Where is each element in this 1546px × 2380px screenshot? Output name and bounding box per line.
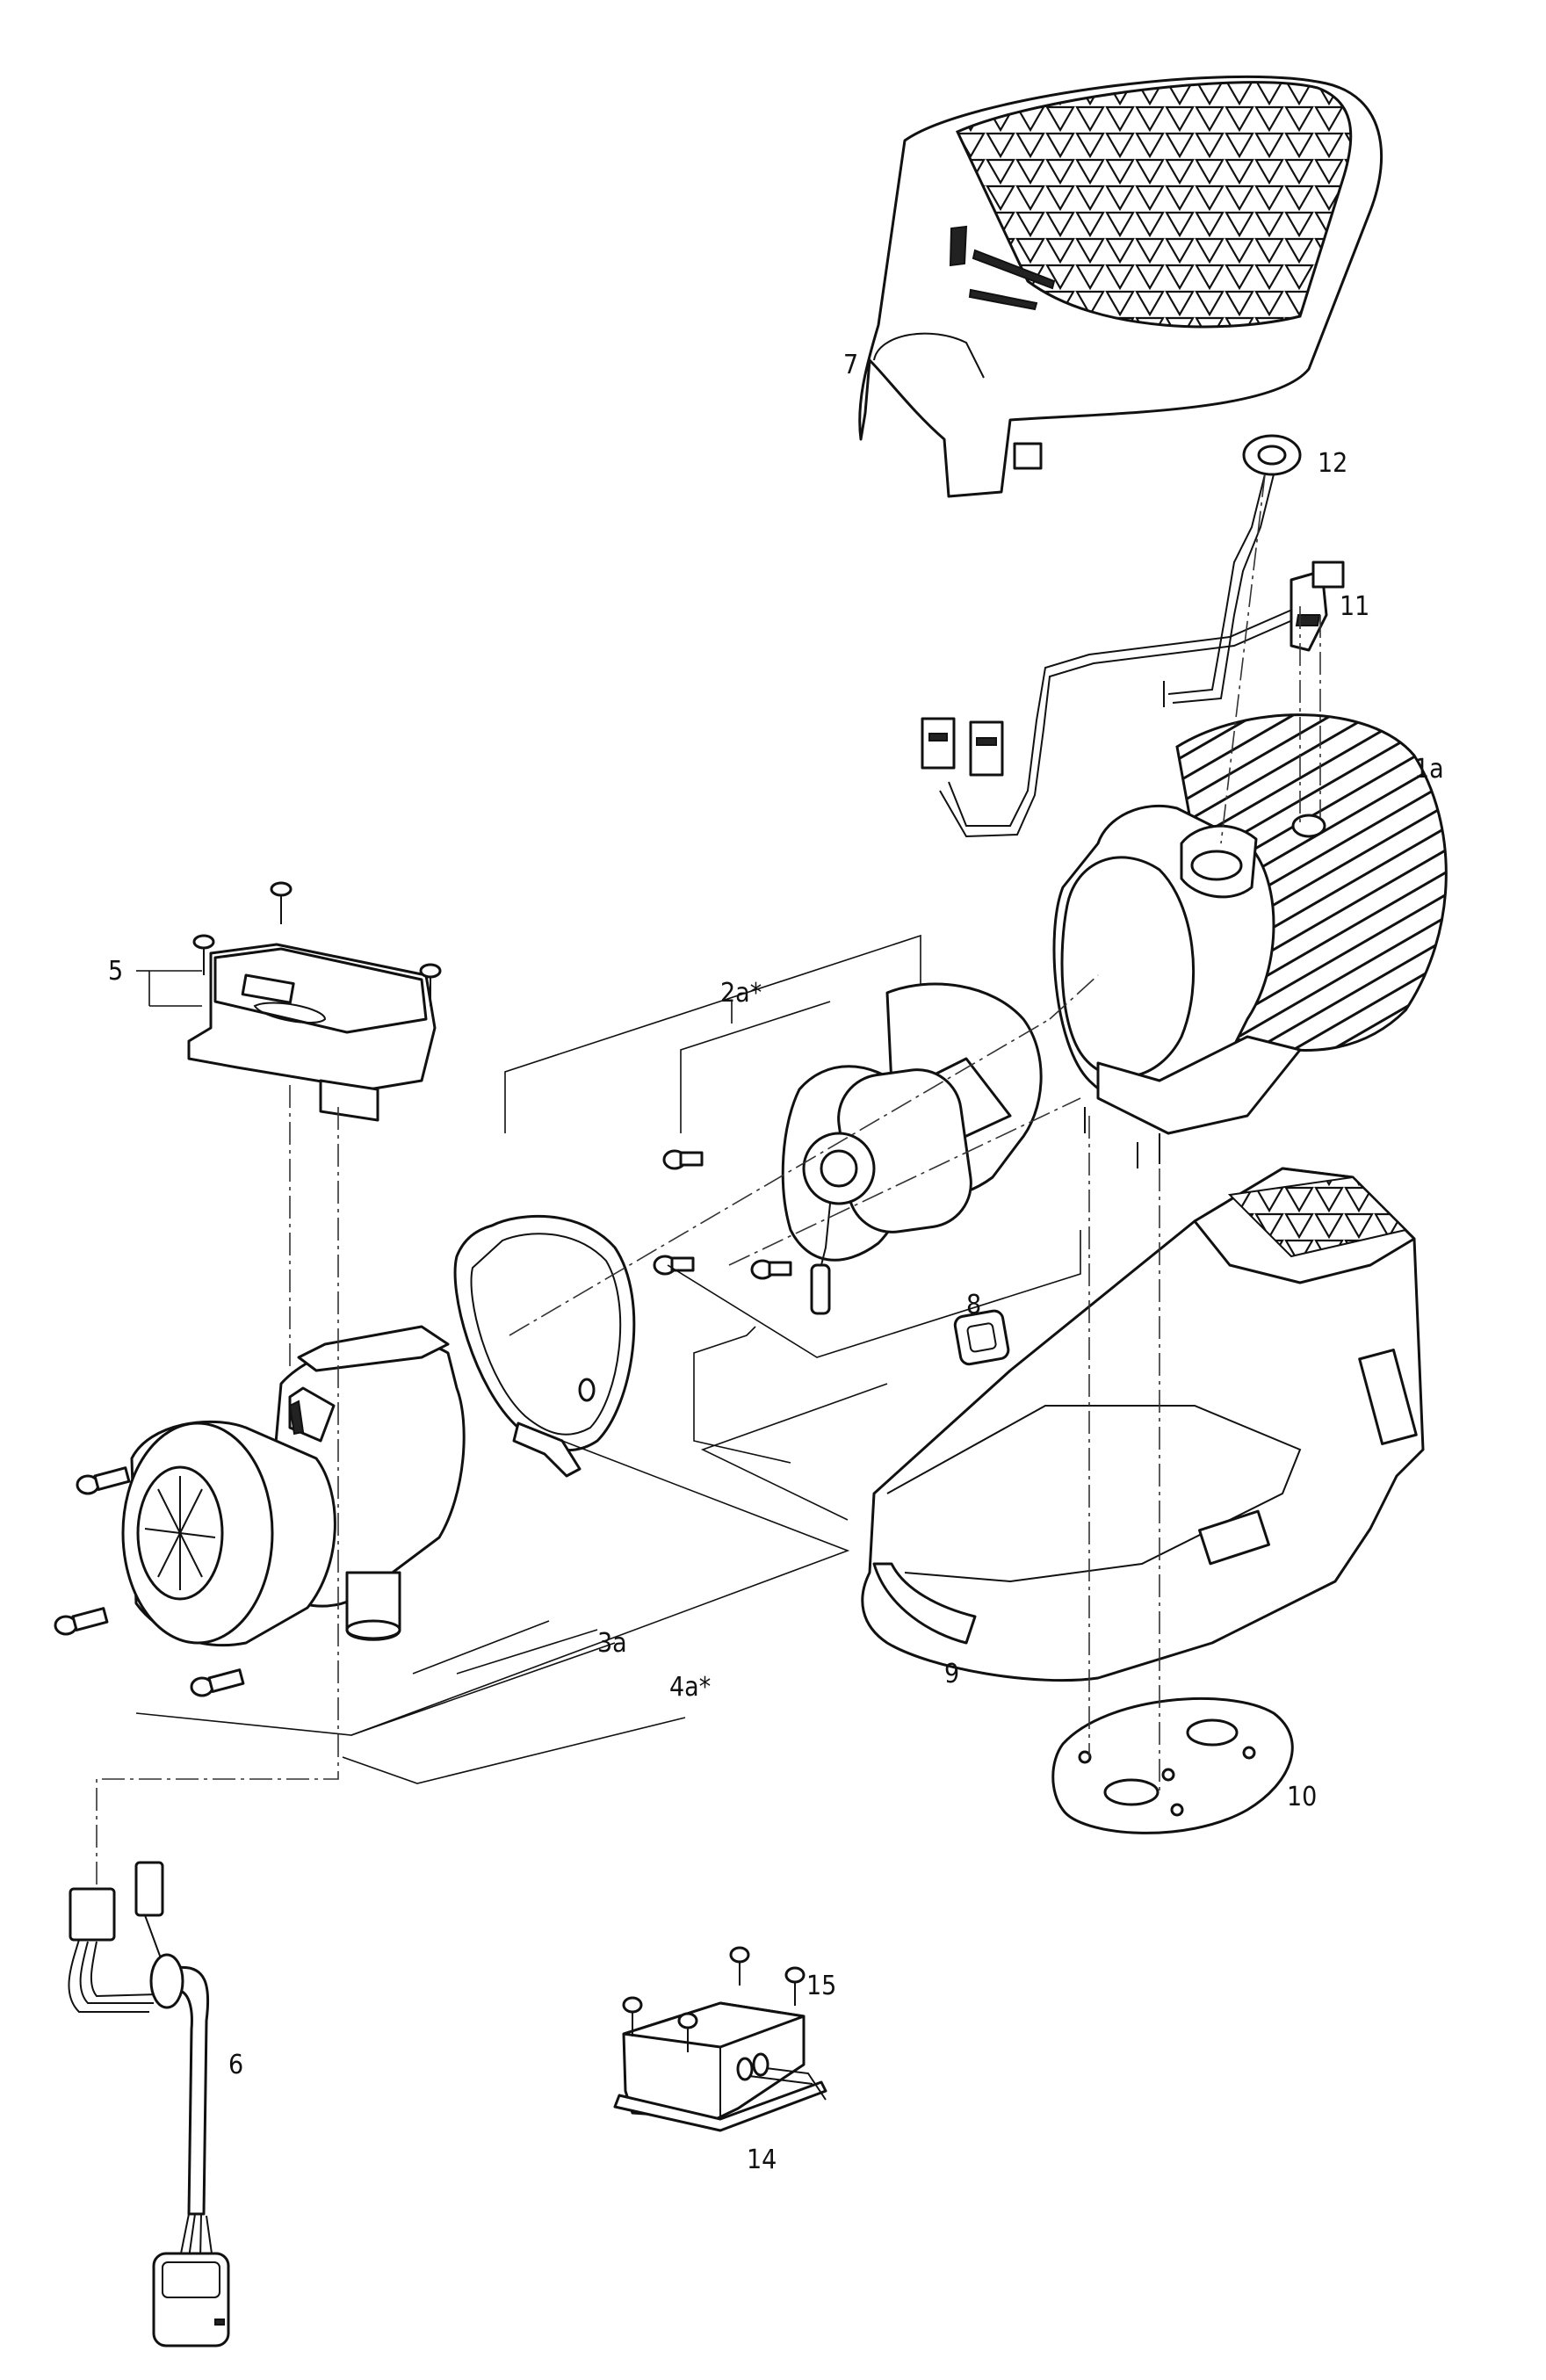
screw-15-b <box>677 2012 698 2052</box>
grommet <box>1242 434 1302 476</box>
screw-5-a <box>192 934 215 975</box>
screw-5-c <box>419 963 442 1006</box>
label-12: 12 <box>1318 448 1347 479</box>
label-5: 5 <box>108 956 123 987</box>
label-9: 9 <box>944 1659 959 1689</box>
base-gasket <box>1051 1696 1294 1834</box>
label-14: 14 <box>747 2145 777 2175</box>
label-3a: 3a <box>597 1628 627 1659</box>
screw-2a-b <box>653 1255 695 1276</box>
burner-assembly <box>781 982 1043 1315</box>
label-1a: 1a <box>1414 754 1444 785</box>
sensor-harness <box>921 474 1345 838</box>
label-10: 10 <box>1287 1782 1317 1812</box>
screw-5-b <box>270 881 293 924</box>
screw-3a-a <box>76 1466 131 1495</box>
leader-lines <box>135 934 1081 1784</box>
screw-3a-c <box>190 1668 245 1697</box>
heat-exchanger <box>1052 713 1448 1168</box>
filter-box <box>613 2001 827 2132</box>
screw-2a-c <box>750 1259 792 1280</box>
label-8: 8 <box>966 1290 981 1320</box>
screw-15-c <box>729 1946 750 1986</box>
label-2a: 2a* <box>720 978 762 1009</box>
wiring-harness <box>68 1861 230 2347</box>
screw-3a-b <box>54 1607 109 1636</box>
screw-15-d <box>784 1966 806 2006</box>
part-labels: 7 12 11 1a 5 2a* 8 3a 4a* 9 10 6 15 14 <box>108 350 1444 2175</box>
label-11: 11 <box>1340 591 1369 622</box>
control-unit <box>187 881 442 1122</box>
screw-15-a <box>622 1996 643 2036</box>
blower-fan <box>121 1325 466 1647</box>
label-15: 15 <box>806 1971 836 2001</box>
label-7: 7 <box>843 350 858 380</box>
label-4a: 4a* <box>669 1672 711 1703</box>
cover-top <box>858 75 1383 498</box>
screw-2a-a <box>662 1149 704 1170</box>
assembly-axis-lines <box>96 474 1321 1889</box>
grommet-small <box>953 1309 1010 1366</box>
lower-housing <box>861 1167 1425 1682</box>
gasket <box>453 1214 636 1478</box>
label-6: 6 <box>228 2050 243 2080</box>
